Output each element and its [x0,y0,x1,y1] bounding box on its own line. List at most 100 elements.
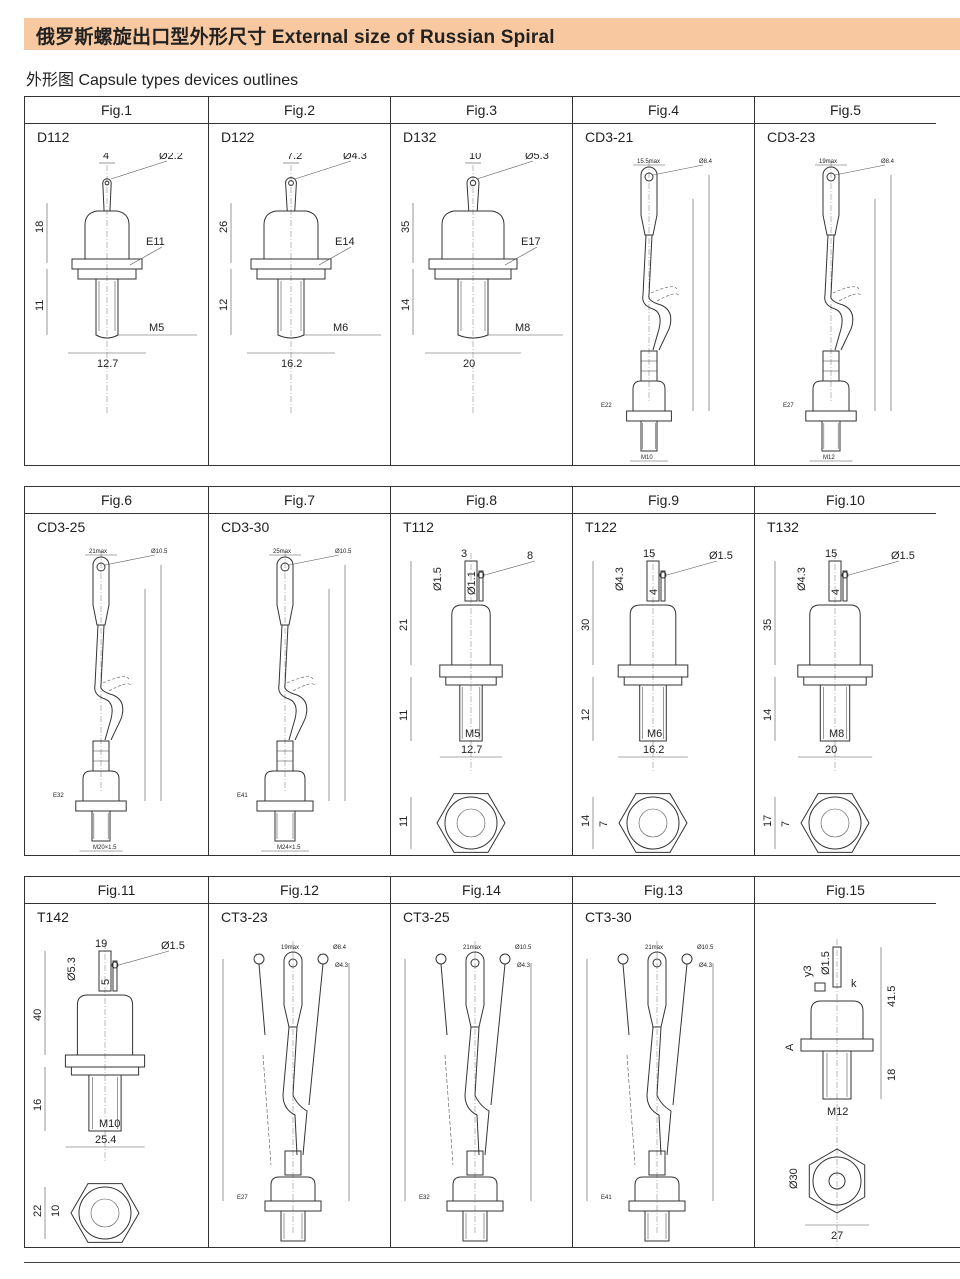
dim-3: 4 [648,589,660,595]
figure-number: Fig.10 [755,487,936,514]
aux-terminal-right [681,953,693,965]
dim-lug-width: 21max [89,549,107,555]
dim-width: 10 [469,153,481,162]
dim-height-upper: 26 [218,221,230,233]
dim-9: 27 [831,1230,843,1242]
device-model: D132 [403,129,437,145]
dim-1: 19 [95,938,107,950]
dim-3: Ø1.1 [466,571,478,595]
dim-hole-diameter: Ø10.5 [151,549,168,555]
dim-5: 30 [580,619,592,631]
device-model: CT3-30 [585,909,632,925]
dim-lug-width: 21max [645,945,663,951]
figure-row-2: Fig.6CD3-2521maxØ10.5E32M20×1.5Ø35.5Fig.… [24,486,960,856]
dim-stud-length: 14 [400,299,412,311]
figure-number: Fig.7 [209,487,390,514]
aux-terminal-right [317,953,329,965]
dim-hole-diameter: Ø8.4 [699,159,713,165]
dim-thread: M8 [515,322,530,334]
dim-hole-diameter: Ø10.5 [697,945,714,951]
device-model: T132 [767,519,799,535]
dim-stud-length: 11 [34,300,46,311]
aux-terminal-right [499,953,511,965]
dim-width: 7.2 [287,153,302,162]
device-model: CD3-23 [767,129,816,145]
dim-lug-width: 25max [273,549,291,555]
dim-lug-width: 21max [463,945,481,951]
dim-4: Ø1.5 [891,550,915,562]
hex-top-view [436,793,506,853]
figure-number: Fig.8 [391,487,572,514]
figure-number: Fig.9 [573,487,754,514]
device-model: CT3-25 [403,909,450,925]
dim-hole-diameter: Ø8.4 [881,159,895,165]
dim-hole-diameter: Ø10.5 [515,945,532,951]
figure-number: Fig.11 [25,877,208,904]
figure-number: Fig.4 [573,97,754,124]
bottom-rule [24,1262,960,1263]
dim-thread: M5 [149,322,164,334]
device-model: D122 [221,129,255,145]
aux-terminal-left [435,953,447,965]
dim-7: M6 [647,728,662,740]
device-model: CD3-25 [37,519,86,535]
dim-height-upper: 18 [34,221,46,233]
dim-6: 12 [580,709,592,721]
dim-7: M8 [829,728,844,740]
gate-pin [111,961,119,969]
dim-aux-hole: Ø4.3 [335,963,349,969]
dim-9: 11 [398,816,410,827]
dim-flange-code: E32 [53,793,64,799]
gate-pin [659,571,667,579]
dim-flange-width: 20 [463,358,475,370]
dim-flange-width: 16.2 [281,358,302,370]
dim-flange-code: E27 [237,1195,248,1201]
dim-1: y3 [802,965,814,977]
dim-5: 35 [762,619,774,631]
lug-hole [644,172,654,182]
dim-flange-code: E41 [601,1195,612,1201]
dim-height-upper: 35 [400,221,412,233]
dim-3: 4 [830,589,842,595]
dim-thread: M20×1.5 [93,845,117,851]
dim-hole-diameter: Ø10.5 [335,549,352,555]
figure-number: Fig.5 [755,97,936,124]
dim-stud-length: 12 [218,299,230,311]
figure-number: Fig.15 [755,877,936,904]
figure-number: Fig.3 [391,97,572,124]
dim-8: Ø30 [788,1168,800,1189]
dim-flange-code: E41 [237,793,248,799]
dim-7: M12 [827,1106,848,1118]
dim-4: 41.5 [886,986,898,1007]
dim-hole-diameter: Ø8.4 [333,945,347,951]
dim-2: Ø4.3 [796,567,808,591]
dim-flange-code: E17 [521,236,541,248]
figure-number: Fig.14 [391,877,572,904]
dim-9: 14 [580,815,592,827]
dim-5: 40 [32,1009,44,1021]
dim-7: M10 [99,1118,120,1130]
dim-thread: M6 [333,322,348,334]
dim-10: 10 [50,1205,62,1217]
dim-10: 7 [598,821,610,827]
